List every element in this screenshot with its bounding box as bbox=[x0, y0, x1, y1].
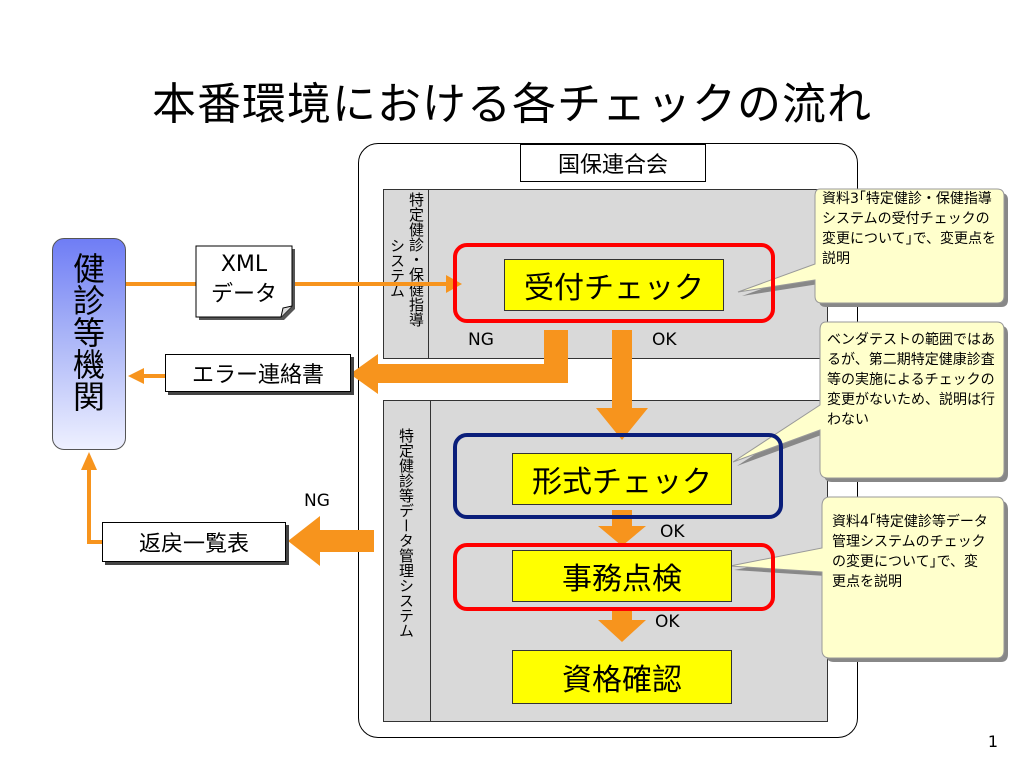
callout-1-shape bbox=[737, 188, 1008, 307]
federation-label: 国保連合会 bbox=[520, 144, 706, 182]
medical-institution-box bbox=[52, 238, 126, 450]
return-list-box: 返戻一覧表 bbox=[102, 522, 286, 562]
ok-label-reception: OK bbox=[652, 330, 677, 350]
health-guidance-system-label: 特定健診・保健指導 bbox=[408, 192, 424, 327]
reception-check-frame bbox=[453, 243, 775, 323]
callout-2-shape bbox=[732, 321, 1008, 482]
error-to-institution-arrowhead bbox=[128, 368, 144, 384]
health-guidance-system-label-column bbox=[383, 189, 429, 359]
return-to-institution-line bbox=[87, 470, 102, 544]
error-notice-box: エラー連絡書 bbox=[165, 354, 351, 392]
office-inspection-frame bbox=[453, 543, 775, 611]
return-to-institution-arrowhead bbox=[81, 452, 97, 470]
ok-down-arrow-2 bbox=[598, 510, 646, 546]
ng-error-arrow bbox=[350, 330, 568, 394]
reception-check-box: 受付チェック bbox=[504, 259, 724, 311]
callout-vendor-test-note: ベンダテストの範囲ではあるが、第二期特定健康診査等の実施によるチェックの変更がな… bbox=[827, 332, 995, 428]
format-check-box: 形式チェック bbox=[512, 453, 732, 505]
ok-down-arrow-3 bbox=[598, 608, 646, 642]
ng-label-management: NG bbox=[304, 491, 330, 511]
data-management-system-label: 特定健診等データ管理システム bbox=[397, 428, 415, 638]
xml-data-label-line2: データ bbox=[210, 282, 277, 307]
ok-label-office: OK bbox=[655, 612, 680, 632]
ok-label-format: OK bbox=[660, 522, 685, 542]
eligibility-check-box: 資格確認 bbox=[512, 650, 732, 704]
page-title: 本番環境における各チェックの流れ bbox=[152, 79, 872, 130]
format-check-frame bbox=[453, 433, 783, 519]
medical-institution-label: 健診等機関 bbox=[68, 252, 106, 412]
ok-down-arrow-1 bbox=[596, 330, 648, 440]
ng-label-reception: NG bbox=[468, 330, 494, 350]
xml-document-shape bbox=[195, 245, 295, 320]
callout-3-shape bbox=[729, 496, 1008, 662]
callout-reception-note: 資料3｢特定健診・保健指導システムの受付チェックの変更について｣で、変更点を説明 bbox=[822, 191, 997, 267]
data-management-system-label-column bbox=[383, 400, 431, 722]
callout-management-note: 資料4｢特定健診等データ管理システムのチェックの変更について｣で、変更点を説明 bbox=[832, 514, 988, 590]
ng-return-arrow bbox=[288, 516, 374, 566]
xml-data-label-line1: XML bbox=[220, 252, 268, 277]
slide-number: 1 bbox=[987, 732, 998, 751]
xml-data-label: XML データ bbox=[196, 250, 292, 310]
office-inspection-box: 事務点検 bbox=[512, 550, 732, 602]
